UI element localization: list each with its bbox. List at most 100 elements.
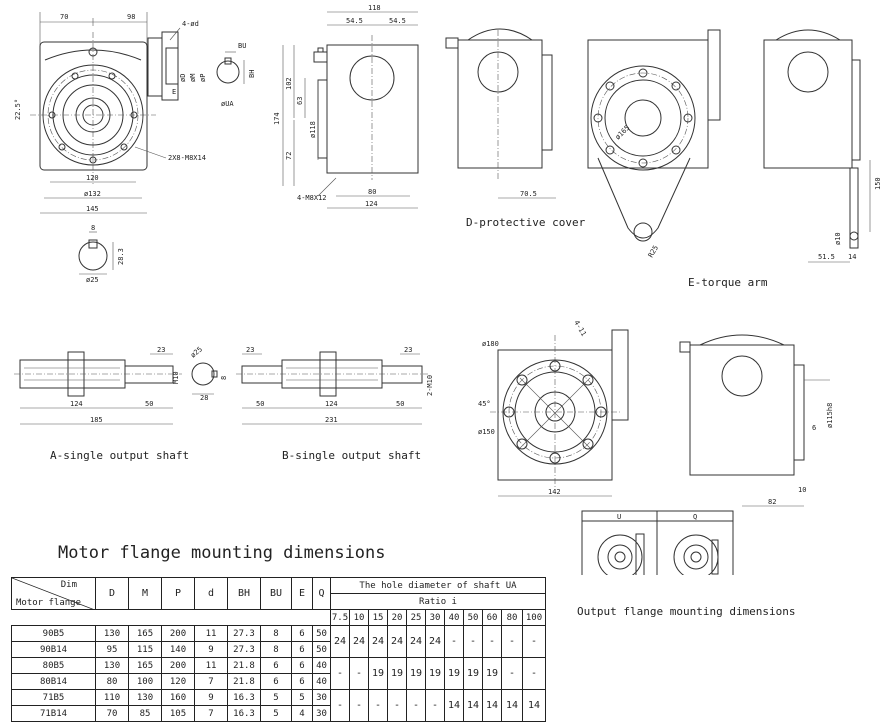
bolts-2x8: 2X8-M8X14 <box>168 154 206 162</box>
dim-120: 120 <box>86 174 99 182</box>
ratio-20: 20 <box>387 609 407 626</box>
dim-14: 14 <box>848 253 856 261</box>
shaft-b-23: 23 <box>246 346 254 354</box>
row-name: 80B14 <box>11 673 96 690</box>
view-d-cover: 70.5 D-protective cover <box>445 28 586 229</box>
caption-e-torque: E-torque arm <box>688 276 768 289</box>
caption-shaft-b: B-single output shaft <box>282 449 421 462</box>
ua-cell: 24 <box>330 625 350 658</box>
cell-value: 6 <box>291 657 313 674</box>
motor-flange-table: Dim Motor flange D M P d BH BU E Q The h… <box>11 577 546 722</box>
cell-value: 6 <box>260 657 292 674</box>
row-name: 71B14 <box>11 705 96 722</box>
shaft-b-231: 231 <box>325 416 338 424</box>
shaft-a-25: ø25 <box>189 345 204 359</box>
key-28-3: 28.3 <box>117 248 125 265</box>
out-180: ø180 <box>482 340 499 348</box>
cell-value: 6 <box>260 673 292 690</box>
out-6: 6 <box>812 424 816 432</box>
cell-value: 5 <box>291 689 313 706</box>
dim-174: 174 <box>273 112 281 125</box>
dim-72: 72 <box>285 152 293 160</box>
shaft-b-23r: 23 <box>404 346 412 354</box>
ua-cell: - <box>330 657 350 690</box>
cell-value: 70 <box>95 705 129 722</box>
ua-cell: 19 <box>463 657 483 690</box>
ratio-25: 25 <box>406 609 426 626</box>
cell-value: 200 <box>161 625 195 642</box>
shaft-a-124: 124 <box>70 400 83 408</box>
cell-value: 6 <box>291 673 313 690</box>
shaft-b-m10: 2-M10 <box>426 375 434 396</box>
dim-4d: 4-ød <box>182 20 199 28</box>
view-a-front: 70 98 4-ød 22.5° 2X8-M8X14 120 ø132 145 <box>14 12 256 284</box>
label-q: Q <box>693 513 697 521</box>
shaft-a-m10: M10 <box>172 371 180 384</box>
dim-118-dia: ø118 <box>309 121 317 138</box>
dim-118: 118 <box>368 4 381 12</box>
ua-cell: 19 <box>387 657 407 690</box>
out-82: 82 <box>768 498 776 506</box>
cell-value: 50 <box>312 641 331 658</box>
shaft-b-124: 124 <box>325 400 338 408</box>
cell-value: 85 <box>128 705 162 722</box>
ua-cell: 24 <box>349 625 369 658</box>
cell-value: 40 <box>312 673 331 690</box>
cell-value: 120 <box>161 673 195 690</box>
col-q: Q <box>312 577 331 610</box>
dim-bu: BU <box>238 42 246 50</box>
angle-22-5: 22.5° <box>14 99 22 120</box>
cell-value: 140 <box>161 641 195 658</box>
row-name: 80B5 <box>11 657 96 674</box>
ua-header: The hole diameter of shaft UA <box>330 577 546 594</box>
dim-r25: R25 <box>647 244 660 259</box>
dim-m: øM <box>189 74 197 82</box>
ua-cell: - <box>522 625 546 658</box>
shaft-b-50a: 50 <box>256 400 264 408</box>
cell-value: 30 <box>312 689 331 706</box>
ratio-7-5: 7.5 <box>330 609 350 626</box>
ua-cell: 24 <box>368 625 388 658</box>
ua-cell: - <box>463 625 483 658</box>
view-output-flange: ø180 4-11 45° ø150 142 ø115h8 6 10 82 <box>478 319 834 507</box>
caption-d-cover: D-protective cover <box>466 216 586 229</box>
dim-102: 102 <box>285 77 293 90</box>
cell-value: 21.8 <box>227 673 261 690</box>
ua-cell: 24 <box>406 625 426 658</box>
cell-value: 6 <box>291 641 313 658</box>
table-title: Motor flange mounting dimensions <box>58 543 386 563</box>
col-d: D <box>95 577 129 610</box>
ua-cell: 19 <box>406 657 426 690</box>
ratio-10: 10 <box>349 609 369 626</box>
caption-shaft-a: A-single output shaft <box>50 449 189 462</box>
cell-value: 40 <box>312 657 331 674</box>
corner-cell: Dim Motor flange <box>11 577 96 610</box>
output-flange-thumbs: U Q Output flange mounting dimensions <box>581 510 734 575</box>
out-142: 142 <box>548 488 561 496</box>
cell-value: 7 <box>194 673 228 690</box>
ua-cell: - <box>444 625 464 658</box>
flange-label: Motor flange <box>16 598 82 608</box>
ua-cell: - <box>501 657 523 690</box>
dim-165: ø165 <box>614 124 632 142</box>
col-bh: BH <box>227 577 261 610</box>
view-e-torque-arm: R25 ø165 E-torque arm 150 ø10 51.5 14 <box>587 29 882 289</box>
col-bu: BU <box>260 577 292 610</box>
ua-cell: 24 <box>387 625 407 658</box>
cell-value: 105 <box>161 705 195 722</box>
out-10: 10 <box>798 486 806 494</box>
dim-63: 63 <box>296 97 304 105</box>
ua-cell: - <box>522 657 546 690</box>
label-u: U <box>617 513 621 521</box>
cell-value: 27.3 <box>227 625 261 642</box>
ratio-50: 50 <box>463 609 483 626</box>
dim-d: øD <box>179 74 187 82</box>
cell-value: 5 <box>260 689 292 706</box>
cell-value: 9 <box>194 641 228 658</box>
shaft-b: 23 23 2-M10 50 124 50 231 B-single outpu… <box>236 346 434 462</box>
shaft-a-28: 28 <box>200 394 208 402</box>
